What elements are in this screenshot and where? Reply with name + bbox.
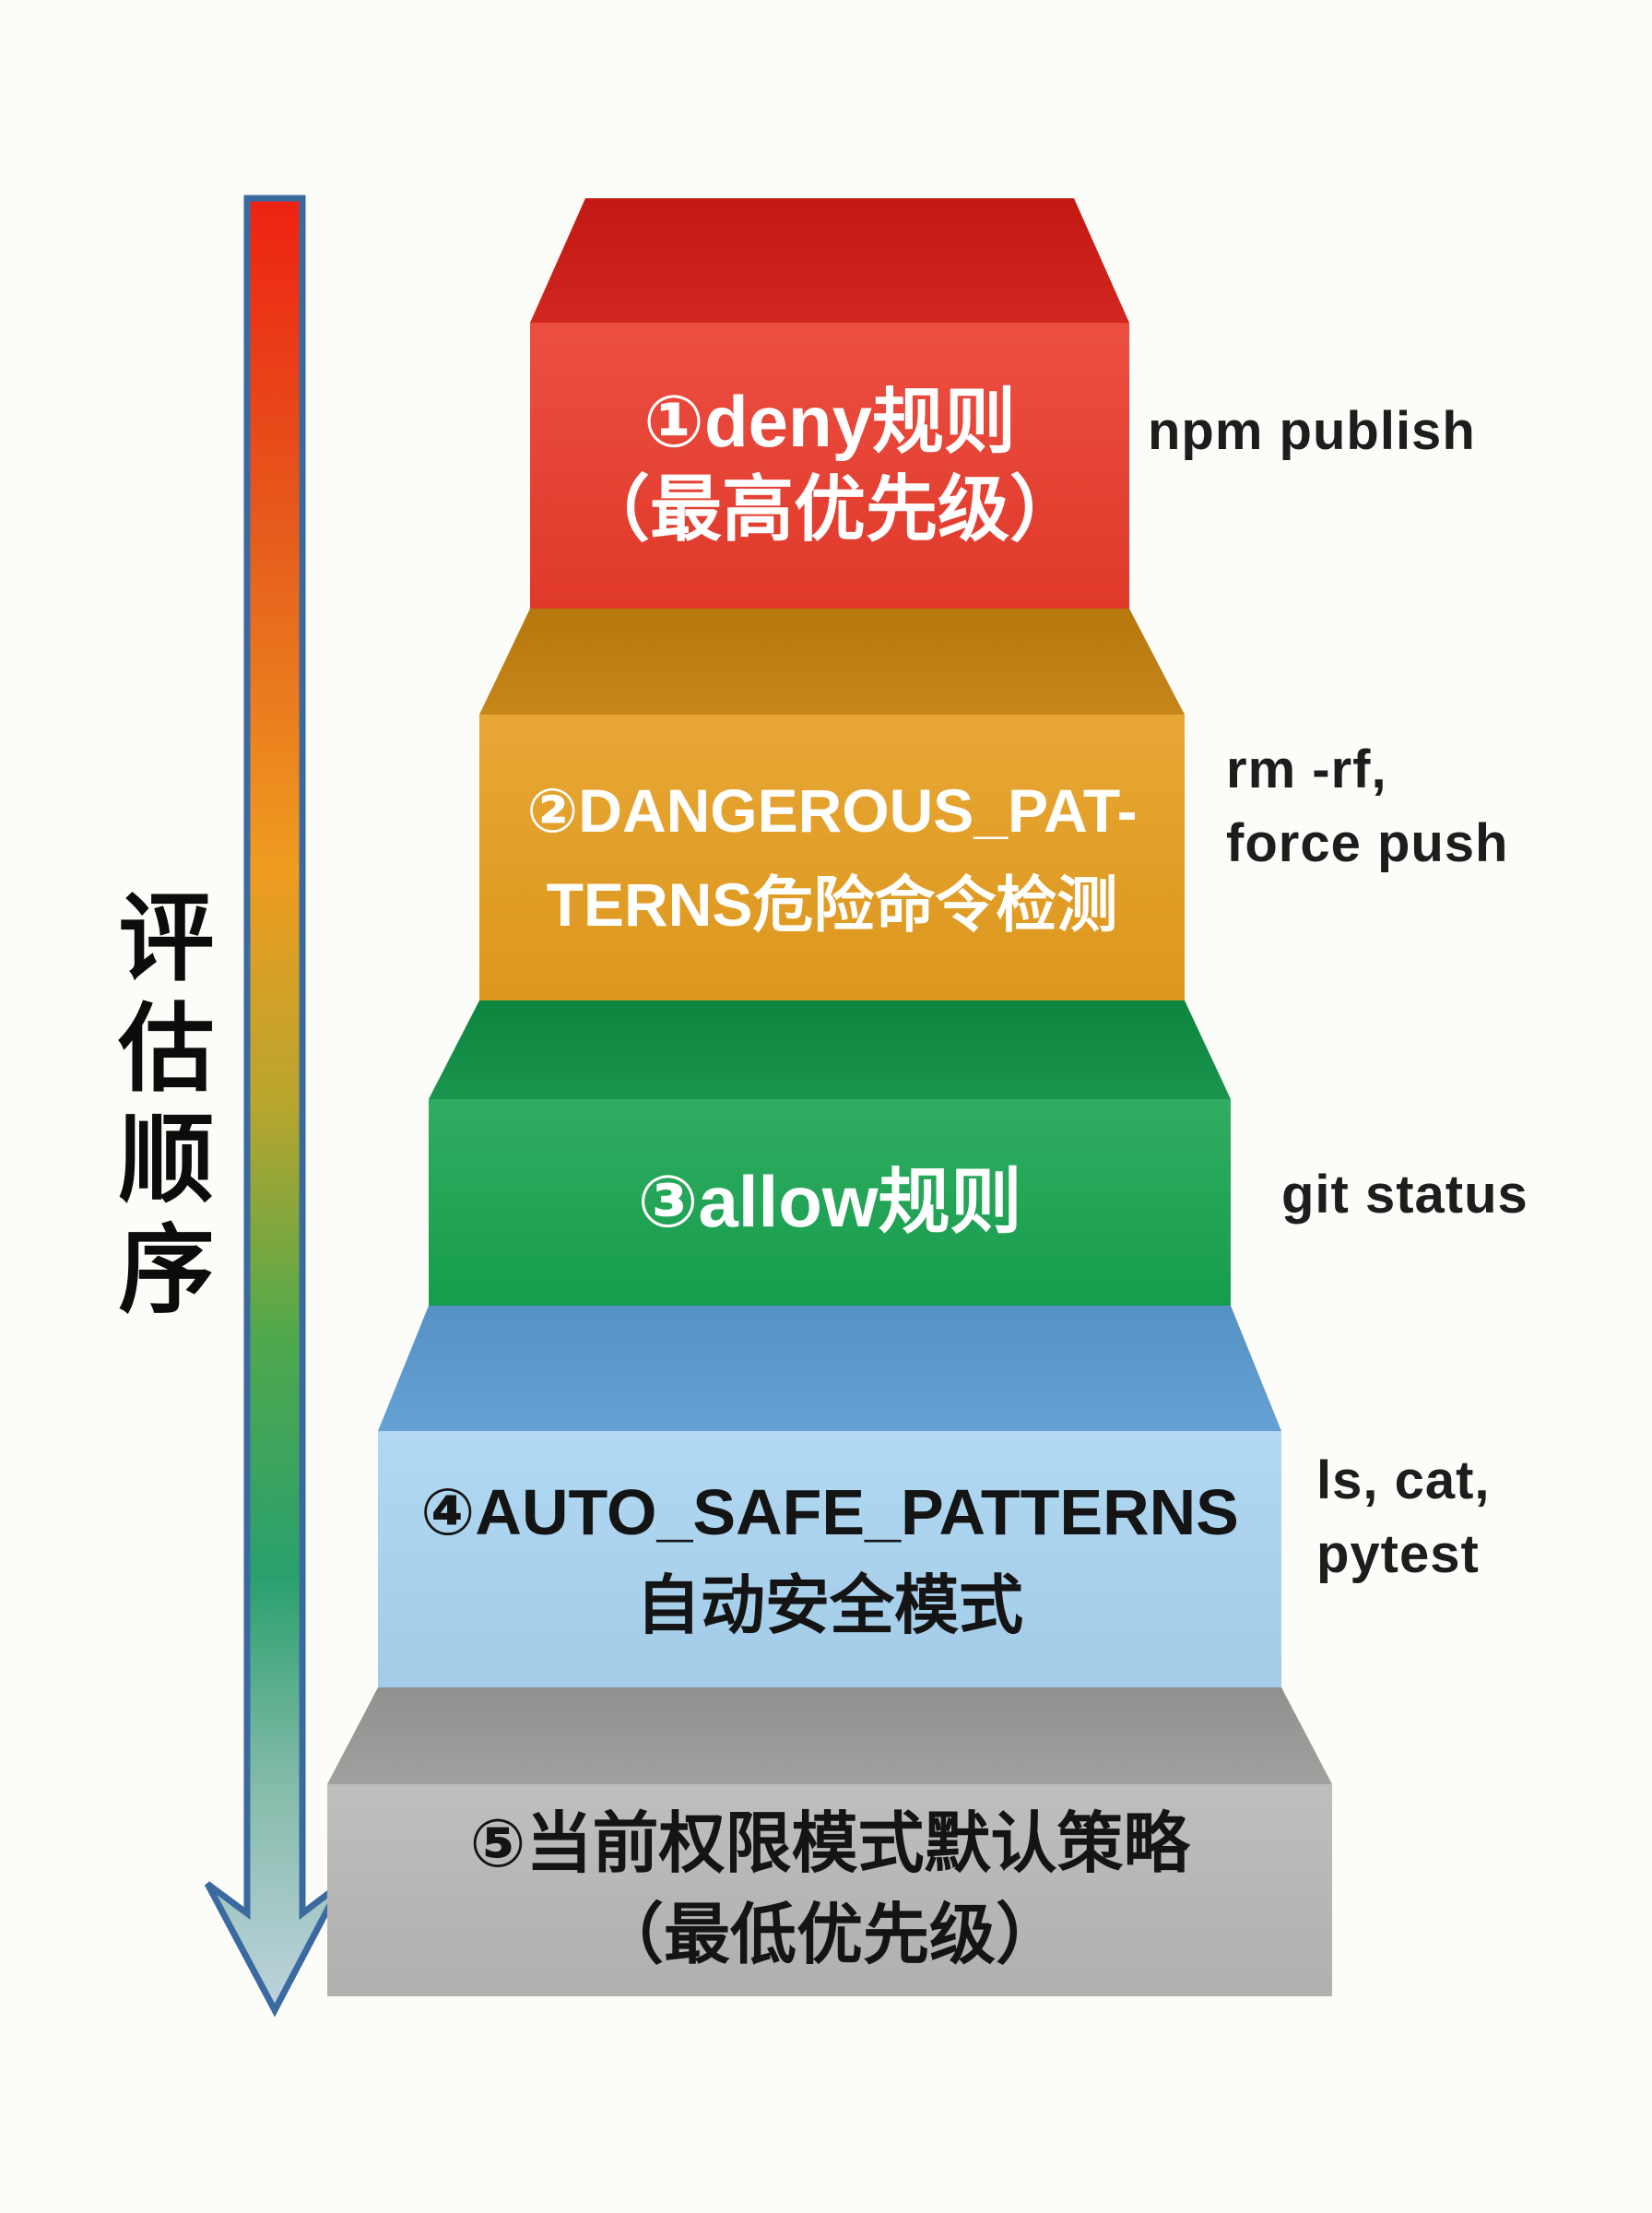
annotation-line: force push	[1226, 813, 1509, 874]
step-label-line: （最高优先级）	[577, 468, 1081, 550]
step-1-top-face	[530, 198, 1129, 323]
step-1-annotation: npm publish	[1148, 395, 1476, 468]
step-3-front-face: ③allow规则	[429, 1099, 1231, 1306]
step-4-top-face	[378, 1306, 1281, 1431]
step-label-line: ①deny规则	[643, 380, 1017, 462]
evaluation-order-arrow	[204, 195, 345, 2018]
step-2-front-face: ②DANGEROUS_PAT- TERNS危险命令检测	[479, 715, 1185, 1000]
step-4-front-face: ④AUTO_SAFE_PATTERNS 自动安全模式	[378, 1431, 1281, 1687]
step-label-line: （最低优先级）	[596, 1899, 1062, 1972]
step-label-line: ⑤当前权限模式默认策略	[469, 1806, 1190, 1881]
step-label-line: ③allow规则	[637, 1161, 1022, 1243]
annotation-line: rm -rf,	[1226, 740, 1387, 799]
step-label-line: TERNS危险命令检测	[546, 870, 1118, 939]
step-label-line: ④AUTO_SAFE_PATTERNS	[420, 1475, 1239, 1548]
annotation-line: pytest	[1316, 1524, 1480, 1585]
arrow-shape	[204, 195, 345, 2018]
step-4-annotation: ls, cat, pytest	[1316, 1444, 1491, 1592]
step-label-line: 自动安全模式	[636, 1569, 1023, 1641]
annotation-line: git status	[1281, 1165, 1528, 1225]
evaluation-order-label: 评估顺序	[103, 887, 210, 1330]
step-3-top-face	[429, 1000, 1231, 1099]
step-5-top-face	[327, 1687, 1332, 1784]
step-2-top-face	[479, 609, 1185, 715]
step-2-annotation: rm -rf, force push	[1226, 733, 1509, 881]
step-label-line: ②DANGEROUS_PAT-	[526, 775, 1138, 845]
step-1-front-face: ①deny规则 （最高优先级）	[530, 323, 1129, 609]
annotation-line: ls, cat,	[1316, 1450, 1491, 1510]
step-5-front-face: ⑤当前权限模式默认策略 （最低优先级）	[327, 1784, 1332, 1996]
step-3-annotation: git status	[1281, 1158, 1528, 1232]
annotation-line: npm publish	[1148, 401, 1476, 461]
